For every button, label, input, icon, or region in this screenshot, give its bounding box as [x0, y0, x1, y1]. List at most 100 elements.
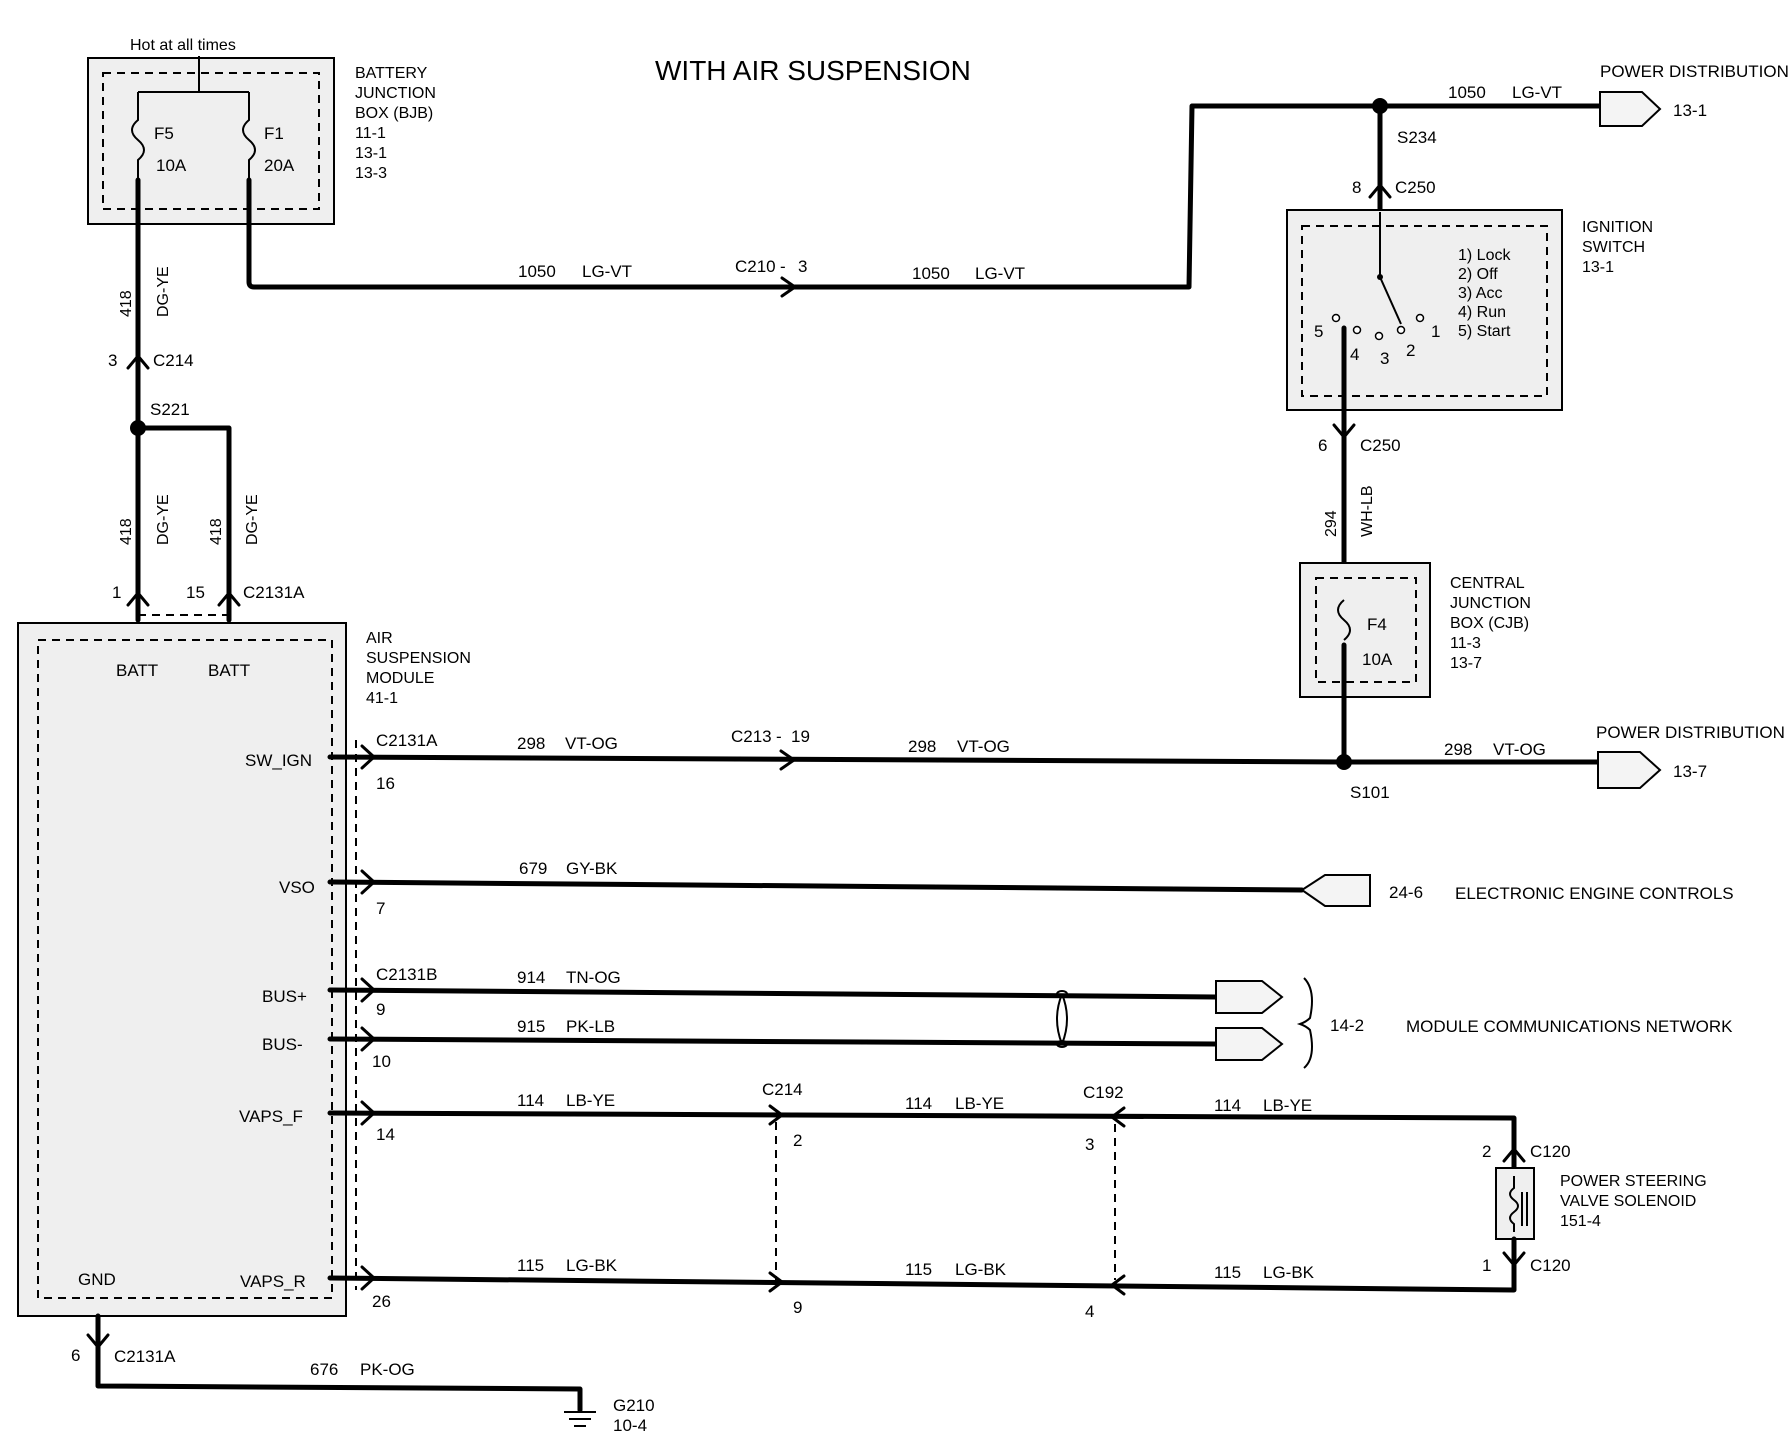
bjb-name-4: 11-1	[355, 125, 386, 142]
ignition-pos-5: 5) Start	[1458, 323, 1511, 340]
pin-vaps-r: VAPS_R	[240, 1272, 306, 1291]
c2131a-pin15-arrow	[217, 591, 241, 607]
cjb-name-2: JUNCTION	[1450, 595, 1531, 612]
wire-679-color: GY-BK	[566, 859, 618, 878]
wire-298c-color: VT-OG	[1493, 740, 1546, 759]
fuse-f5-icon	[131, 92, 145, 180]
fuse-f4-icon	[1337, 599, 1351, 641]
pd-mid-label: POWER DISTRIBUTION	[1596, 723, 1785, 742]
ignition-pos-4: 4) Run	[1458, 304, 1506, 321]
cjb-outline	[1299, 562, 1431, 698]
c192-arrow-top	[1110, 1106, 1126, 1128]
twisted-pair-icon	[1056, 993, 1068, 1045]
pd-top-connector-icon	[1599, 91, 1662, 127]
c213-arrow	[779, 749, 796, 771]
c120-bot-arrow	[1502, 1251, 1526, 1267]
pin-bus-plus: BUS+	[262, 987, 307, 1006]
vso-pin: 7	[376, 899, 385, 918]
diagram-title: WITH AIR SUSPENSION	[655, 55, 971, 86]
c214-mid-label: C214	[762, 1080, 803, 1099]
fuse-f1-label: F1	[264, 124, 284, 143]
pin-batt-1: BATT	[116, 661, 158, 680]
mcn-label: MODULE COMMUNICATIONS NETWORK	[1406, 1017, 1733, 1036]
c210-pin: 3	[798, 257, 807, 276]
wire-115b-color: LG-BK	[955, 1260, 1007, 1279]
wire-1050	[246, 103, 1603, 290]
wire-1050c-color: LG-VT	[1512, 83, 1562, 102]
eec-label: ELECTRONIC ENGINE CONTROLS	[1455, 884, 1734, 903]
eec-ref: 24-6	[1389, 883, 1423, 902]
bjb-name-2: JUNCTION	[355, 85, 436, 102]
wire-114a-num: 114	[517, 1091, 544, 1110]
c210-label: C210	[735, 257, 776, 276]
c192-pin-bot: 4	[1085, 1302, 1094, 1321]
wire-418a-num: 418	[118, 290, 135, 317]
ground-name: G210	[613, 1396, 655, 1415]
cjb-name-4: 11-3	[1450, 635, 1481, 652]
air-suspension-module: AIR SUSPENSION MODULE 41-1 BATT BATT SW_…	[17, 622, 471, 1317]
ignition-outline	[1286, 209, 1563, 411]
ignition-contact-5	[1331, 313, 1341, 323]
ignition-name-1: IGNITION	[1582, 219, 1653, 236]
vaps-r-pin: 26	[372, 1292, 391, 1311]
wire-114c-num: 114	[1214, 1096, 1241, 1115]
module-name-1: AIR	[366, 630, 393, 647]
c250-bot-pin: 6	[1318, 436, 1327, 455]
c213-label: C213	[731, 727, 772, 746]
module-inner-dash	[37, 639, 333, 1299]
module-name-3: MODULE	[366, 670, 434, 687]
ignition-switch: 5 4 3 2 1 1) Lock 2) Off 3) Acc 4) Run 5…	[1286, 209, 1653, 411]
wire-294-color: WH-LB	[1359, 485, 1376, 537]
module-outline	[17, 622, 347, 1317]
bjb-outline	[87, 57, 335, 225]
wire-1050c-num: 1050	[1448, 83, 1486, 102]
wire-114c-color: LB-YE	[1263, 1096, 1312, 1115]
pd-top-label: POWER DISTRIBUTION	[1600, 62, 1788, 81]
pin-batt-2: BATT	[208, 661, 250, 680]
c214-mid-arrow-bot	[768, 1271, 784, 1293]
fuse-f5-rating: 10A	[156, 156, 187, 175]
cjb-name-5: 13-7	[1450, 655, 1482, 672]
c2131a-gnd-label: C2131A	[114, 1347, 176, 1366]
c192-pin-top: 3	[1085, 1135, 1094, 1154]
bjb-name-5: 13-1	[355, 145, 387, 162]
wire-676-num: 676	[310, 1360, 338, 1379]
ignition-contact-3	[1374, 331, 1384, 341]
pin-vso: VSO	[279, 878, 315, 897]
wire-298b-color: VT-OG	[957, 737, 1010, 756]
c214-mid-pin-bot: 9	[793, 1298, 802, 1317]
c213-sep: -	[776, 727, 782, 746]
battery-junction-box: Hot at all times F5 10A F1 20A BATTERY J…	[87, 37, 436, 225]
bus-minus-connector-icon	[1215, 1027, 1284, 1061]
c120-top-arrow	[1502, 1147, 1526, 1163]
wire-298a-num: 298	[517, 734, 545, 753]
vaps-r-arrow	[360, 1265, 376, 1291]
wire-1050b-num: 1050	[912, 264, 950, 283]
ignition-pos-1: 1) Lock	[1458, 247, 1511, 264]
c2131a-pin1: 1	[112, 583, 121, 602]
c120-top-label: C120	[1530, 1142, 1571, 1161]
wire-1050a-color: LG-VT	[582, 262, 632, 281]
c120-bot-pin: 1	[1482, 1256, 1491, 1275]
twist-top	[1056, 990, 1068, 998]
solenoid-core-icon	[1521, 1192, 1528, 1226]
gnd-arrow	[86, 1333, 110, 1349]
wire-915-num: 915	[517, 1017, 545, 1036]
bjb-name-1: BATTERY	[355, 65, 428, 82]
ignition-terminal-4: 4	[1350, 345, 1359, 364]
wire-115c-color: LG-BK	[1263, 1263, 1315, 1282]
mcn-ref: 14-2	[1330, 1016, 1364, 1035]
wire-114b-num: 114	[905, 1094, 932, 1113]
wire-1050a-num: 1050	[518, 262, 556, 281]
pin-sw-ign: SW_IGN	[245, 751, 312, 770]
splice-s101-label: S101	[1350, 783, 1390, 802]
ground-ref: 10-4	[613, 1416, 647, 1435]
solenoid-name-2: VALVE SOLENOID	[1560, 1193, 1696, 1210]
c2131a-pin15: 15	[186, 583, 205, 602]
wire-115c-num: 115	[1214, 1263, 1241, 1282]
bus-plus-arrow	[360, 977, 376, 1003]
wire-914	[327, 987, 1219, 1000]
c214-mid-arrow-top	[768, 1104, 784, 1126]
wire-115a-num: 115	[517, 1256, 544, 1275]
c2131a-top-label: C2131A	[243, 583, 305, 602]
